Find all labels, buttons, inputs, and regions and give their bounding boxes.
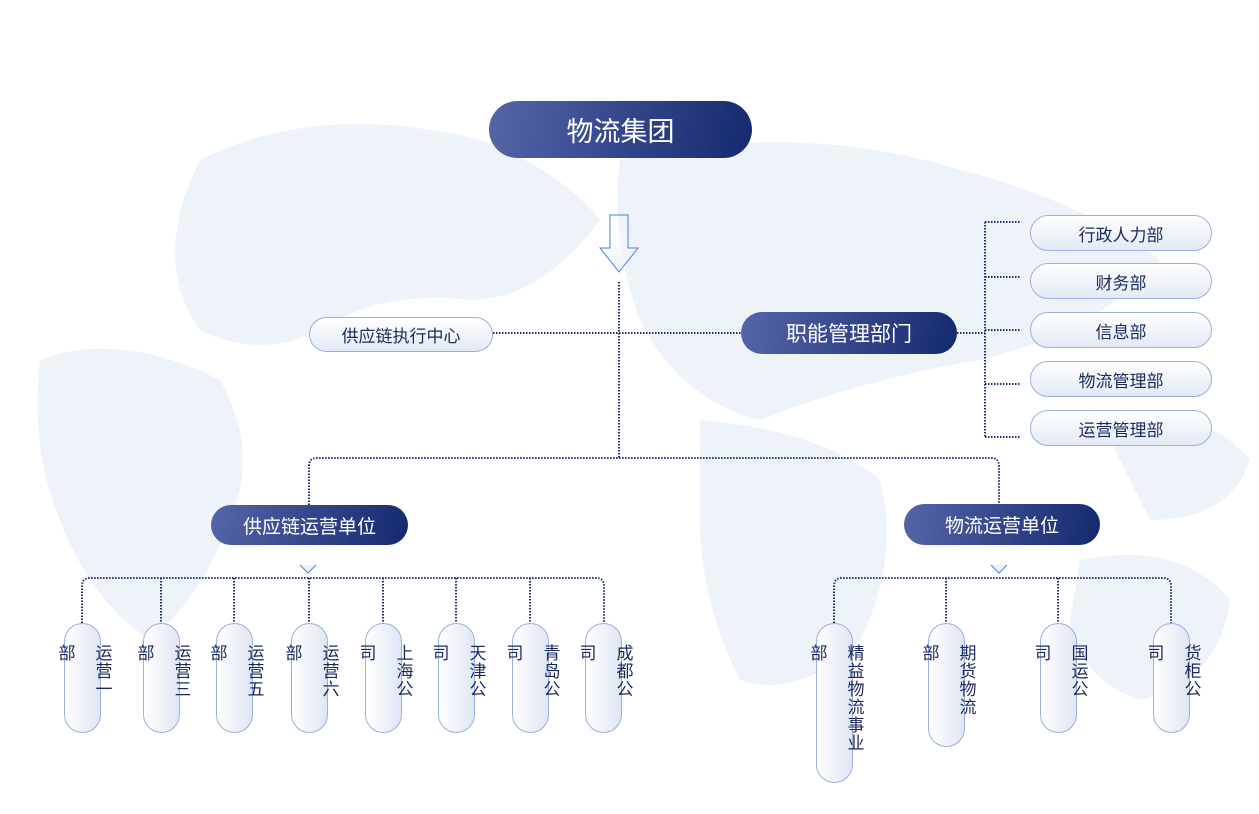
dept-node: 行政人力部 xyxy=(1030,215,1212,251)
unit-node: 成都公司 xyxy=(576,623,633,733)
dept-node: 运营管理部 xyxy=(1030,410,1212,446)
unit-node: 天津公司 xyxy=(429,623,486,733)
unit-node: 精益物流事业部 xyxy=(807,623,864,783)
down-arrow-icon xyxy=(598,214,640,273)
unit-node: 上海公司 xyxy=(356,623,413,733)
unit-node: 运营六部 xyxy=(282,623,339,733)
unit-node: 运营三部 xyxy=(134,623,191,733)
unit-node: 运营一部 xyxy=(55,623,112,733)
supply-ops-node: 供应链运营单位 xyxy=(211,505,408,545)
unit-node: 国运公司 xyxy=(1031,623,1088,733)
unit-node: 期货物流部 xyxy=(919,623,976,747)
exec-center-node: 供应链执行中心 xyxy=(309,317,493,352)
functional-dept-node: 职能管理部门 xyxy=(741,312,957,354)
logistics-ops-node: 物流运营单位 xyxy=(904,504,1100,545)
unit-node: 货柜公司 xyxy=(1144,623,1201,733)
dept-node: 物流管理部 xyxy=(1030,361,1212,397)
unit-node: 运营五部 xyxy=(207,623,264,733)
dept-node: 信息部 xyxy=(1030,312,1212,348)
small-arrow-icon xyxy=(299,564,1008,574)
unit-node: 青岛公司 xyxy=(503,623,560,733)
dept-node: 财务部 xyxy=(1030,263,1212,299)
root-node: 物流集团 xyxy=(489,101,752,158)
